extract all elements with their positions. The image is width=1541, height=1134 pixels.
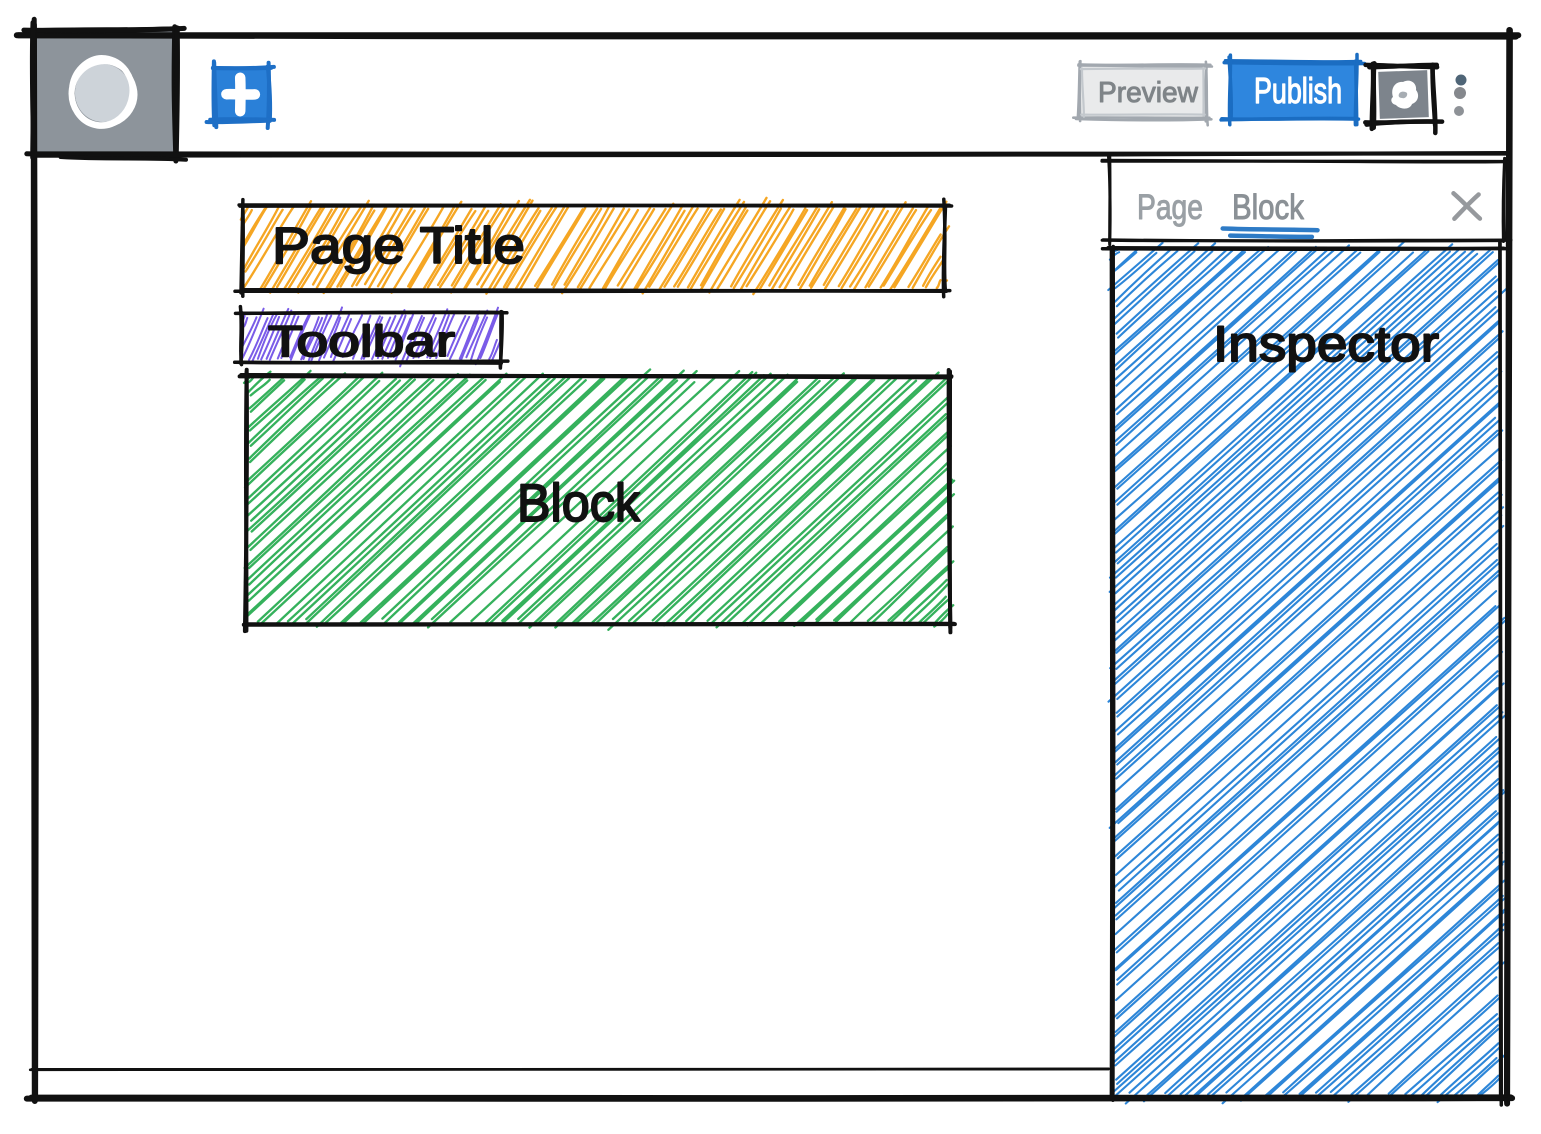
svg-text:Toolbar: Toolbar	[268, 317, 455, 366]
svg-text:Inspector: Inspector	[1213, 316, 1439, 372]
svg-text:Block: Block	[1232, 188, 1304, 227]
svg-text:Preview: Preview	[1098, 77, 1199, 109]
svg-text:Block: Block	[517, 474, 640, 533]
svg-text:Publish: Publish	[1254, 70, 1342, 111]
svg-text:Page: Page	[1137, 188, 1203, 227]
svg-text:Page Title: Page Title	[272, 217, 525, 274]
